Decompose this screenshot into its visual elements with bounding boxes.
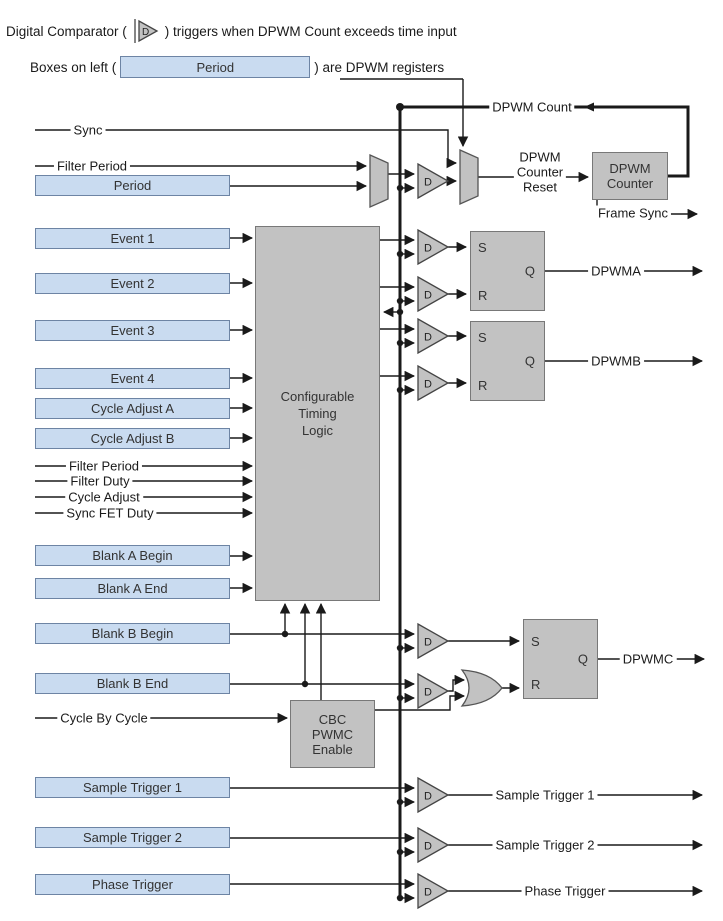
register-blank-b-end: Blank B End xyxy=(35,673,230,694)
comparator-dpwmb-reset: D xyxy=(417,364,450,402)
svg-text:D: D xyxy=(424,332,432,344)
wires-trigger-outputs xyxy=(230,782,704,904)
svg-text:D: D xyxy=(424,290,432,302)
label-filter-period-top: Filter Period xyxy=(53,158,131,174)
svg-text:D: D xyxy=(424,687,432,699)
label-dpwmc-output: DPWMC xyxy=(619,651,677,667)
svg-text:D: D xyxy=(424,243,432,255)
mux-period-filter xyxy=(369,153,389,209)
label-dpwmb-output: DPWMB xyxy=(588,353,644,369)
latch-q-label: Q xyxy=(524,263,535,279)
register-phase-trigger: Phase Trigger xyxy=(35,874,230,895)
label-dpwm-count: DPWM Count xyxy=(489,99,575,115)
comparator-dpwmb-set: D xyxy=(417,317,450,355)
register-cycle-adjust-a: Cycle Adjust A xyxy=(35,398,230,419)
label-filter-period: Filter Period xyxy=(65,458,143,474)
latch-r-label: R xyxy=(478,288,488,303)
legend-sample-register: Period xyxy=(120,56,311,78)
comparator-sample-trigger-1: D xyxy=(417,776,450,814)
legend-line-2: Boxes on left ( Period ) are DPWM regist… xyxy=(30,56,444,78)
latch-r-label: R xyxy=(478,378,488,393)
svg-text:D: D xyxy=(424,379,432,391)
dpwm-count-flow-arrow xyxy=(584,102,594,112)
label-dpwma-output: DPWMA xyxy=(588,263,644,279)
comparator-icon: D xyxy=(134,19,159,43)
latch-q-label: Q xyxy=(524,353,535,369)
legend-line2-suffix: ) are DPWM registers xyxy=(314,59,445,75)
label-frame-sync: Frame Sync xyxy=(594,205,672,221)
register-period: Period xyxy=(35,175,230,196)
latch-s-label: S xyxy=(531,634,540,649)
latch-s-label: S xyxy=(478,240,487,255)
label-sync-fet-duty: Sync FET Duty xyxy=(63,505,157,521)
svg-text:D: D xyxy=(424,791,432,803)
label-phase-trigger-output: Phase Trigger xyxy=(521,883,609,899)
register-blank-a-begin: Blank A Begin xyxy=(35,545,230,566)
legend-line2-prefix: Boxes on left ( xyxy=(30,59,117,75)
comparator-dpwma-set: D xyxy=(417,228,450,266)
register-event-1: Event 1 xyxy=(35,228,230,249)
legend-line-1: Digital Comparator ( D ) triggers when D… xyxy=(6,16,457,46)
comparator-label: D xyxy=(424,177,432,189)
legend-connector-wire xyxy=(340,78,469,148)
latch-s-label: S xyxy=(478,330,487,345)
label-cycle-adjust: Cycle Adjust xyxy=(65,489,143,505)
svg-text:D: D xyxy=(424,887,432,899)
register-sample-trigger-1: Sample Trigger 1 xyxy=(35,777,230,798)
block-dpwm-counter: DPWM Counter xyxy=(592,152,668,200)
comparator-sample-trigger-2: D xyxy=(417,826,450,864)
svg-text:D: D xyxy=(424,841,432,853)
register-event-2: Event 2 xyxy=(35,273,230,294)
label-sample-trigger-2-output: Sample Trigger 2 xyxy=(492,837,598,853)
comparator-period: D xyxy=(417,162,450,200)
register-cycle-adjust-b: Cycle Adjust B xyxy=(35,428,230,449)
label-sample-trigger-1-output: Sample Trigger 1 xyxy=(492,787,598,803)
or-gate-dpwmc-reset xyxy=(460,669,503,707)
dpwm-count-bus xyxy=(398,105,690,898)
junction-dots xyxy=(281,103,404,902)
comparator-phase-trigger: D xyxy=(417,872,450,910)
label-sync: Sync xyxy=(70,122,106,138)
latch-dpwma: S R Q xyxy=(470,231,545,311)
legend-line1-prefix: Digital Comparator ( xyxy=(6,23,127,39)
latch-q-label: Q xyxy=(577,651,588,667)
register-blank-b-begin: Blank B Begin xyxy=(35,623,230,644)
label-dpwm-counter-reset: DPWM Counter Reset xyxy=(513,149,567,195)
mux-sync-reset xyxy=(459,148,479,206)
svg-text:D: D xyxy=(142,27,149,38)
label-filter-duty: Filter Duty xyxy=(67,473,133,489)
comparator-dpwma-reset: D xyxy=(417,275,450,313)
label-cycle-by-cycle: Cycle By Cycle xyxy=(57,710,151,726)
comparator-dpwmc-set: D xyxy=(417,622,450,660)
comparator-dpwmc-reset: D xyxy=(417,672,450,710)
legend-line1-suffix: ) triggers when DPWM Count exceeds time … xyxy=(164,23,457,39)
block-cbc-pwmc-enable: CBC PWMC Enable xyxy=(290,700,375,768)
latch-r-label: R xyxy=(531,677,541,692)
register-event-4: Event 4 xyxy=(35,368,230,389)
register-sample-trigger-2: Sample Trigger 2 xyxy=(35,827,230,848)
latch-dpwmc: S R Q xyxy=(523,619,598,699)
register-blank-a-end: Blank A End xyxy=(35,578,230,599)
latch-dpwmb: S R Q xyxy=(470,321,545,401)
register-event-3: Event 3 xyxy=(35,320,230,341)
svg-text:D: D xyxy=(424,637,432,649)
block-configurable-timing-logic: Configurable Timing Logic xyxy=(255,226,380,601)
